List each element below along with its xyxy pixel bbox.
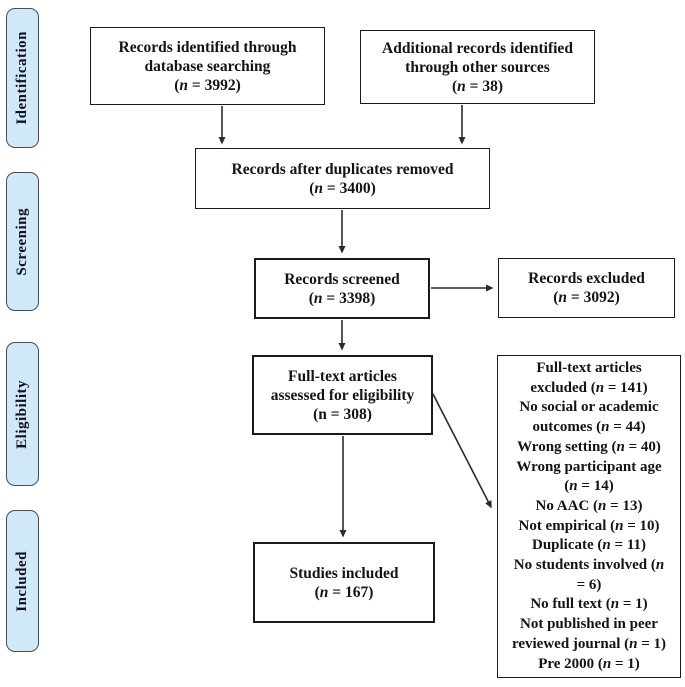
stage-label-eligibility: Eligibility	[6, 342, 39, 486]
box-studies-included: Studies included(n = 167)	[253, 542, 435, 623]
box-records-screened: Records screened(n = 3398)	[254, 258, 430, 319]
box-text: Records after duplicates removed(n = 340…	[231, 160, 454, 197]
stage-label-included: Included	[6, 510, 39, 652]
stage-label-text: Included	[14, 550, 30, 612]
arrow-fulltext-to-ft-excluded	[432, 393, 492, 509]
stage-label-text: Eligibility	[14, 379, 30, 449]
box-text: Records excluded(n = 3092)	[528, 270, 645, 306]
stage-label-screening: Screening	[6, 172, 39, 311]
stage-label-text: Identification	[14, 31, 30, 125]
box-text: Records screened(n = 3398)	[284, 270, 400, 307]
box-text: Studies included(n = 167)	[289, 564, 399, 601]
stage-label-identification: Identification	[6, 8, 39, 148]
box-records-excluded: Records excluded(n = 3092)	[498, 258, 675, 318]
stage-label-text: Screening	[14, 207, 30, 276]
box-duplicates-removed: Records after duplicates removed(n = 340…	[195, 148, 490, 209]
